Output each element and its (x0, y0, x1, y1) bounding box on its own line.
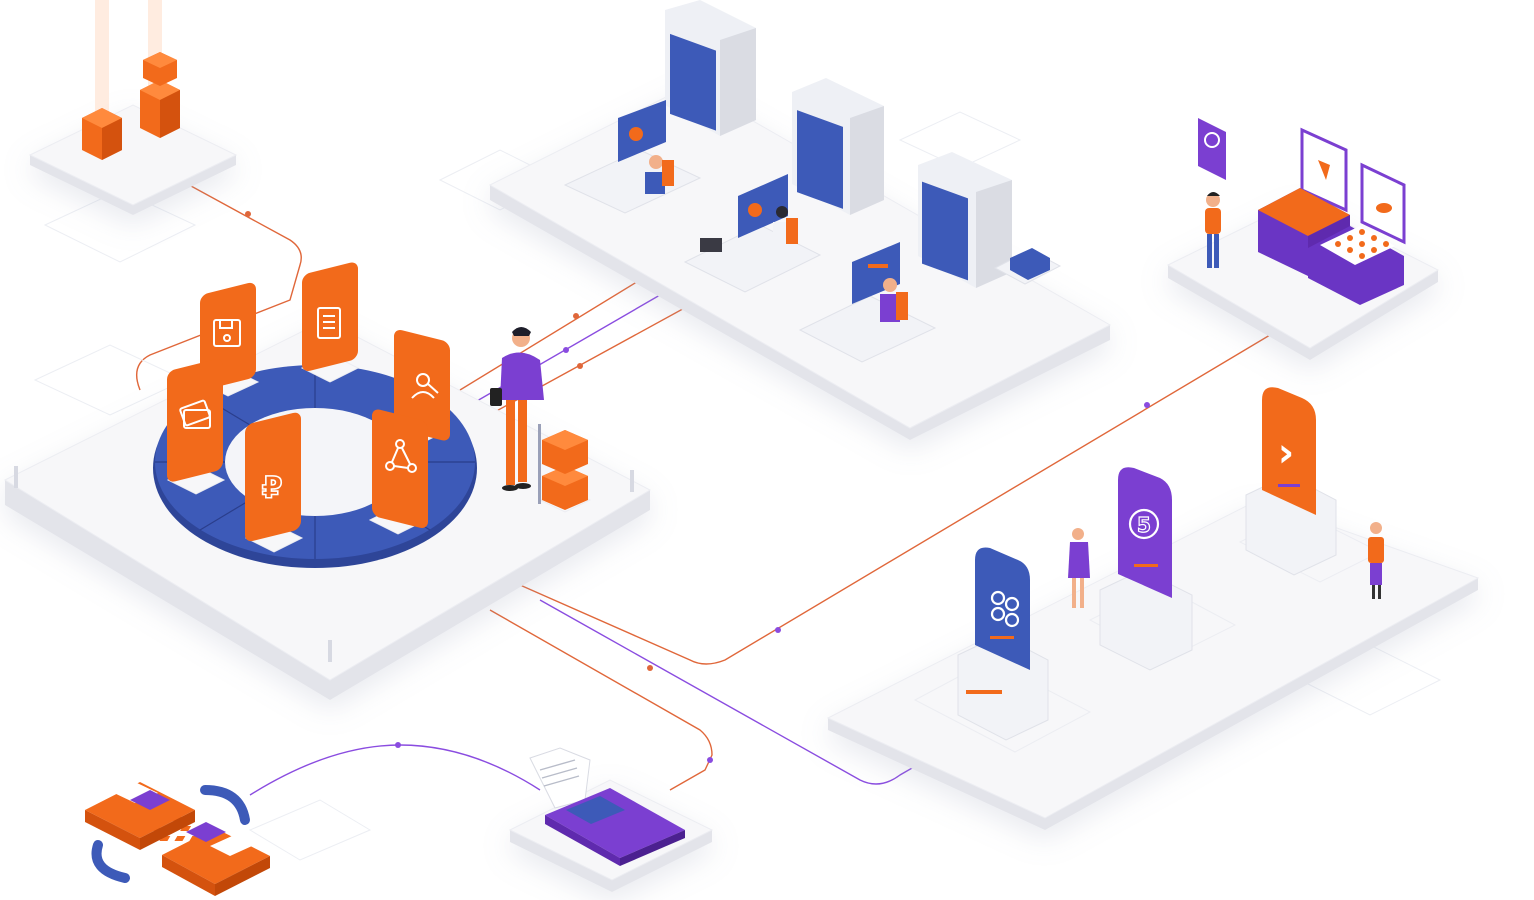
floppy-disk-icon (213, 319, 241, 347)
line-node (245, 211, 251, 217)
ruble-icon: ₽ (262, 471, 283, 506)
line-node (647, 665, 653, 671)
printer (993, 248, 1062, 285)
shelf-unit (918, 152, 1012, 288)
line-node (395, 742, 401, 748)
shelf-unit (792, 78, 884, 215)
clover-icon (990, 590, 1020, 628)
customer-person (1068, 528, 1090, 608)
document-icon (317, 307, 341, 339)
hub-tile-ruble[interactable]: ₽ (244, 411, 304, 553)
box-stack-icon (82, 0, 180, 160)
analytics-workstation-icon (798, 242, 937, 363)
line-hub-to-office-1 (459, 279, 641, 391)
exchange-platform-2 (162, 822, 270, 896)
shopper-person (1205, 192, 1221, 268)
line-hub-to-kiosks (519, 334, 1271, 665)
kiosk-chevron[interactable]: › (1238, 387, 1382, 583)
number-five-icon (1128, 508, 1160, 540)
hub-tile-network[interactable] (368, 408, 428, 535)
analytics-workstation-icon (683, 174, 822, 293)
chevron-right-icon: › (1278, 430, 1294, 476)
connection-nodes (245, 211, 1150, 763)
line-warehouse-to-hub (136, 179, 302, 391)
cart-boxes (538, 424, 592, 513)
network-nodes-icon (385, 439, 417, 473)
platform-posts (14, 466, 634, 662)
shelf-unit (665, 0, 756, 136)
courier-person (490, 327, 544, 491)
line-node (573, 313, 579, 319)
payment-terminal-icon[interactable] (140, 747, 685, 866)
user-search-icon (411, 373, 439, 399)
line-node (775, 627, 781, 633)
analytics-workstation-icon (563, 100, 702, 214)
line-node (1144, 402, 1150, 408)
hub-tile-document[interactable] (300, 261, 360, 383)
warehouse-platform (28, 104, 238, 215)
line-node (563, 347, 569, 353)
line-hub-to-terminal (489, 609, 713, 791)
line-node (577, 363, 583, 369)
line-exchange-to-terminal (249, 744, 541, 796)
exchange-platform-1 (85, 782, 195, 850)
kiosk-clover[interactable] (913, 547, 1092, 753)
line-hub-to-retail (539, 599, 1031, 785)
product-shelf-icon (1198, 118, 1406, 305)
cards-icon (179, 399, 211, 429)
line-node (707, 757, 713, 763)
kiosk-number-label: 5 (1137, 513, 1151, 537)
hub-tile-cards[interactable] (166, 357, 226, 495)
cycle-arrows-icon (91, 785, 250, 883)
customer-person (1368, 522, 1384, 599)
kiosk-number-five[interactable]: 5 (1088, 467, 1237, 671)
